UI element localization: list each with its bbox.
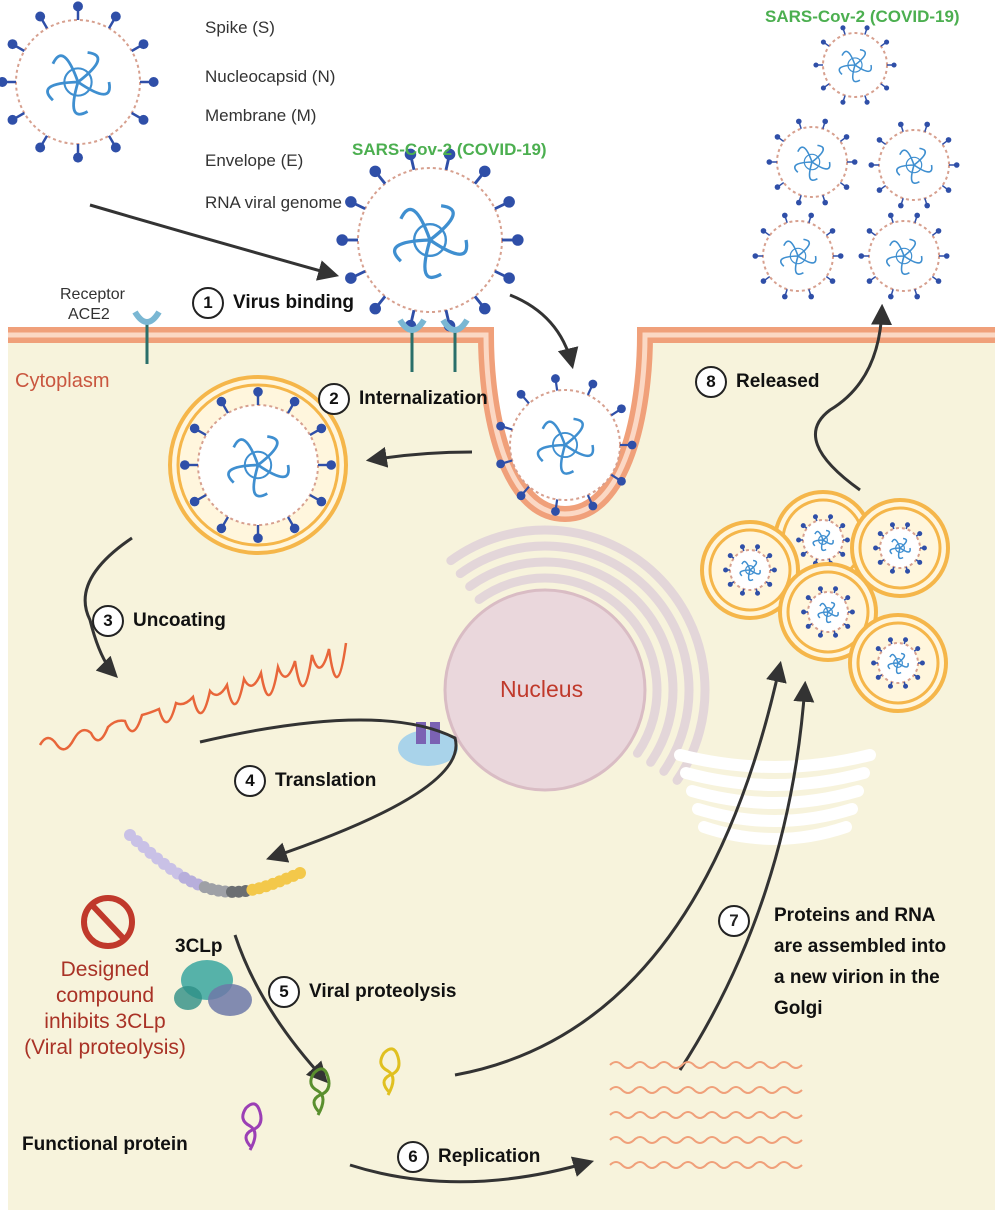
step-7-line: a new virion in the [774,967,940,988]
golgi-apparatus [674,749,876,845]
virion [700,520,800,620]
virion [0,1,159,163]
step-number: 5 [268,976,300,1008]
virion [858,212,950,300]
functional-proteins [241,1047,401,1151]
spike-label: Spike (S) [205,18,275,37]
nucleocapsid-label: Nucleocapsid (N) [205,67,336,86]
virion [850,498,950,598]
membrane-label: Membrane (M) [205,106,317,125]
virus-name-label: SARS-Cov-2 (COVID-19) [352,140,547,159]
prohibited-icon [81,895,135,949]
virion [868,121,960,209]
step-7-line: are assembled into [774,936,947,957]
virion [848,613,948,713]
ace2-label: ACE2 [68,306,110,323]
step-1: 1 Virus binding [192,287,354,319]
step-label: Replication [438,1146,541,1167]
step-4: 4 Translation [234,765,376,797]
envelope-label: Envelope (E) [205,151,304,170]
receptor-label: Receptor [60,286,125,303]
3clp-protease [174,960,252,1016]
inhibitor-line: compound [55,984,155,1007]
virion [336,148,524,332]
step-number: 8 [695,366,727,398]
step-label: Released [736,371,820,392]
cytoplasm-label: Cytoplasm [15,370,110,392]
polyprotein-chain [124,829,306,898]
step-number: 1 [192,287,224,319]
ace2-receptors [132,310,470,372]
step-8: 8 Released [695,366,819,398]
virion [752,212,844,300]
step-label: Virus binding [233,292,355,313]
ribosome [398,722,458,766]
step-6: 6 Replication [397,1141,540,1173]
virion [496,374,637,516]
step-label: Viral proteolysis [309,981,457,1002]
step-7-line: Proteins and RNA [774,905,936,926]
step-2: 2 Internalization [318,383,488,415]
step-3: 3 Uncoating [92,605,226,637]
protease-label: 3CLp [175,936,223,957]
step-7-line: Golgi [774,998,823,1019]
functional-protein-label: Functional protein [22,1134,188,1155]
virion [778,562,878,662]
inhibitor-line: inhibits 3CLp [44,1010,166,1033]
step-number: 3 [92,605,124,637]
virion [766,118,858,206]
nucleus-label: Nucleus [500,676,584,702]
virion [813,25,897,105]
step-5: 5 Viral proteolysis [268,976,457,1008]
step-7-text: Proteins and RNA are assembled into a ne… [774,900,992,1024]
step-label: Translation [275,770,377,791]
step-label: Internalization [359,388,488,409]
inhibitor-line: Designed [60,958,150,981]
inhibitor-line: (Viral proteolysis) [24,1036,186,1059]
nucleus [443,588,647,792]
virion [168,375,348,555]
virus-name-label-released: SARS-Cov-2 (COVID-19) [765,7,960,26]
step-number: 6 [397,1141,429,1173]
step-number: 4 [234,765,266,797]
endoplasmic-reticulum [446,525,710,785]
step-label: Uncoating [133,610,226,631]
viral-rna [38,642,803,1169]
inhibitor-caption: Designed compound inhibits 3CLp (Viral p… [5,957,205,1061]
flow-arrows [83,203,893,1184]
step-number: 2 [318,383,350,415]
step-number: 7 [718,905,750,937]
rna-genome-label: RNA viral genome [205,193,343,212]
virions [0,1,960,713]
